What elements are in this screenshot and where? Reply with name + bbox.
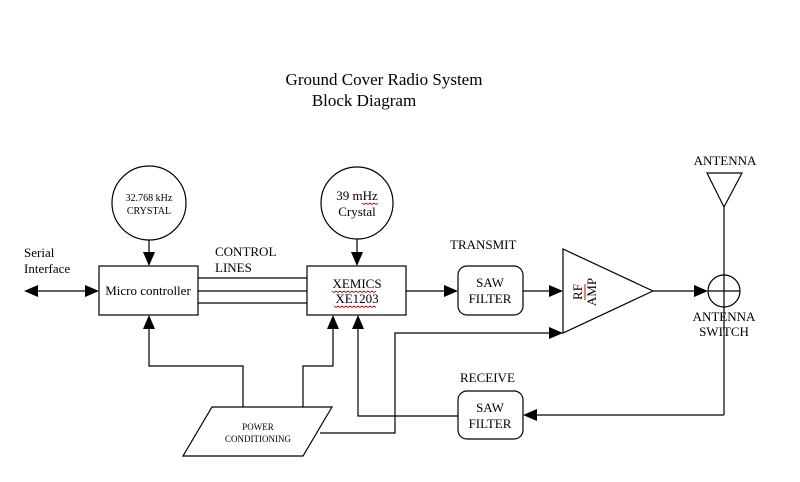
antenna-label: ANTENNA xyxy=(694,153,757,168)
saw-filter-transmit: SAW FILTER xyxy=(457,265,524,316)
title-line-1: Ground Cover Radio System xyxy=(286,70,483,89)
transmit-label: TRANSMIT xyxy=(450,237,517,252)
rf-amp-line-2: AMP xyxy=(584,278,599,306)
control-lines-label-line-1: CONTROL xyxy=(215,244,276,259)
power-line-1: POWER xyxy=(242,422,274,432)
crystal-39mhz-line-2: Crystal xyxy=(338,204,376,219)
crystal-39mhz-line-1: 39 mHz xyxy=(336,188,378,203)
transceiver-line-1: XEMICS xyxy=(332,276,381,291)
rf-amp-block: RF AMP xyxy=(562,248,655,334)
arrow-right-icon xyxy=(85,285,99,297)
transceiver-line-2: XE1203 xyxy=(335,291,378,306)
antenna-switch-line-2: SWITCH xyxy=(699,324,749,339)
saw-transmit-line-1: SAW xyxy=(476,275,505,290)
arrow-right-icon xyxy=(549,327,563,339)
microcontroller-block: Micro controller xyxy=(98,265,199,316)
arrow-right-icon xyxy=(549,285,563,297)
xemics-transceiver-block: XEMICS XE1203 xyxy=(306,265,407,316)
arrow-down-icon xyxy=(351,252,363,266)
crystal-32khz: 32.768 kHz CRYSTAL xyxy=(111,165,187,266)
antenna-switch-line-1: ANTENNA xyxy=(693,309,756,324)
saw-transmit-line-2: FILTER xyxy=(469,291,512,306)
arrow-right-icon xyxy=(444,285,458,297)
arrow-up-icon xyxy=(143,315,155,329)
microcontroller-label: Micro controller xyxy=(105,283,191,298)
rf-amp-line-1: RF xyxy=(570,284,585,300)
serial-label-line-1: Serial xyxy=(24,245,55,260)
saw-receive-line-2: FILTER xyxy=(469,416,512,431)
antenna-switch: ANTENNA SWITCH xyxy=(693,274,756,339)
arrow-up-icon xyxy=(327,315,339,329)
power-line-2: CONDITIONING xyxy=(225,434,291,444)
receive-label: RECEIVE xyxy=(460,370,515,385)
saw-receive-line-1: SAW xyxy=(476,400,505,415)
arrow-left-icon xyxy=(24,285,38,297)
crystal-39mhz: 39 mHz Crystal xyxy=(320,166,394,266)
arrow-left-icon xyxy=(523,409,537,421)
antenna-icon xyxy=(706,172,743,209)
serial-interface-connector xyxy=(24,285,99,297)
control-lines-label-line-2: LINES xyxy=(215,260,252,275)
crystal-32khz-line-1: 32.768 kHz xyxy=(126,193,173,204)
arrow-up-icon xyxy=(352,315,364,329)
serial-label-line-2: Interface xyxy=(24,261,70,276)
control-lines xyxy=(198,277,307,304)
title-line-2: Block Diagram xyxy=(312,91,416,110)
crystal-32khz-line-2: CRYSTAL xyxy=(127,206,171,217)
arrow-right-icon xyxy=(694,285,708,297)
saw-filter-receive: SAW FILTER xyxy=(457,390,524,440)
power-conditioning-block: POWER CONDITIONING xyxy=(181,406,334,457)
arrow-down-icon xyxy=(143,252,155,266)
